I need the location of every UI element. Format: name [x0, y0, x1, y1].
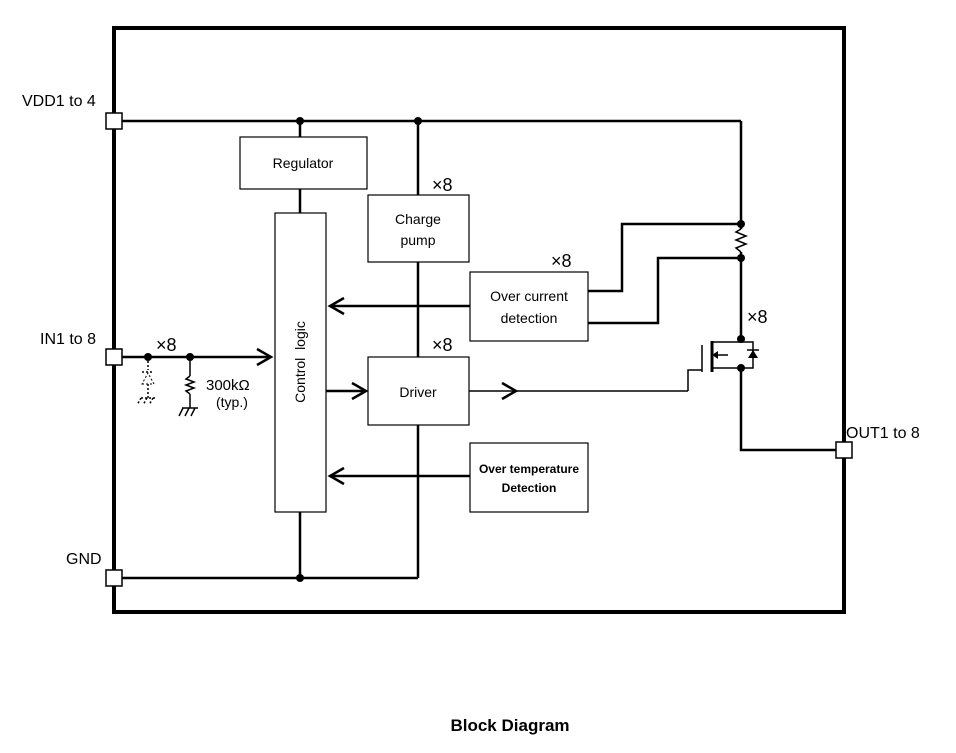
- regulator-label: Regulator: [273, 155, 334, 171]
- package-outline: [112, 26, 846, 614]
- junction-dots: [144, 117, 745, 582]
- over-current-to-logic-arrow: [327, 296, 470, 316]
- over-current-label-line1: Over current: [490, 288, 568, 304]
- out-pin-label: OUT1 to 8: [846, 425, 920, 442]
- vdd-pin: [105, 112, 123, 130]
- over-temperature-to-logic-arrow: [327, 466, 470, 486]
- driver-multiplier: ×8: [432, 335, 453, 355]
- sense-resistor-icon: [733, 228, 749, 253]
- control-logic-label: Control logic: [292, 321, 308, 403]
- input-zener-diode-icon: [136, 357, 155, 406]
- input-resistor-value: 300kΩ: [206, 377, 250, 394]
- over-temperature-label-line2: Detection: [502, 481, 557, 495]
- regulator-block: [239, 136, 368, 190]
- out-pin: [835, 441, 853, 459]
- current-sense-lines: [588, 222, 743, 339]
- vdd-pin-label: VDD1 to 4: [22, 93, 96, 110]
- charge-pump-multiplier: ×8: [432, 175, 453, 195]
- output-wire: [739, 368, 836, 452]
- logic-to-driver-arrow: [326, 381, 369, 401]
- over-current-multiplier: ×8: [551, 251, 572, 271]
- driver-to-gate-arrow: [469, 381, 688, 401]
- driver-label: Driver: [399, 384, 437, 400]
- gnd-pin-label: GND: [66, 551, 102, 568]
- input-to-logic-arrow: [122, 347, 274, 367]
- in-pin: [105, 348, 123, 366]
- vdd-rail: [122, 119, 743, 224]
- over-current-block: [469, 271, 589, 342]
- output-fet-multiplier: ×8: [747, 307, 768, 327]
- input-multiplier: ×8: [156, 335, 177, 355]
- over-temperature-label-line1: Over temperature: [479, 462, 579, 476]
- diagram-caption: Block Diagram: [450, 716, 569, 735]
- input-resistor-note: (typ.): [216, 394, 248, 410]
- charge-pump-label-line1: Charge: [395, 211, 441, 227]
- driver-block: [367, 356, 470, 426]
- over-current-label-line2: detection: [501, 310, 558, 326]
- over-temperature-block: [469, 442, 589, 513]
- in-pin-label: IN1 to 8: [40, 331, 96, 348]
- output-mosfet-icon: [687, 339, 759, 391]
- charge-pump-block: [367, 194, 470, 263]
- input-pulldown-resistor-icon: [178, 357, 198, 417]
- control-logic-block: [274, 212, 327, 513]
- gnd-pin: [105, 569, 123, 587]
- charge-pump-label-line2: pump: [400, 232, 435, 248]
